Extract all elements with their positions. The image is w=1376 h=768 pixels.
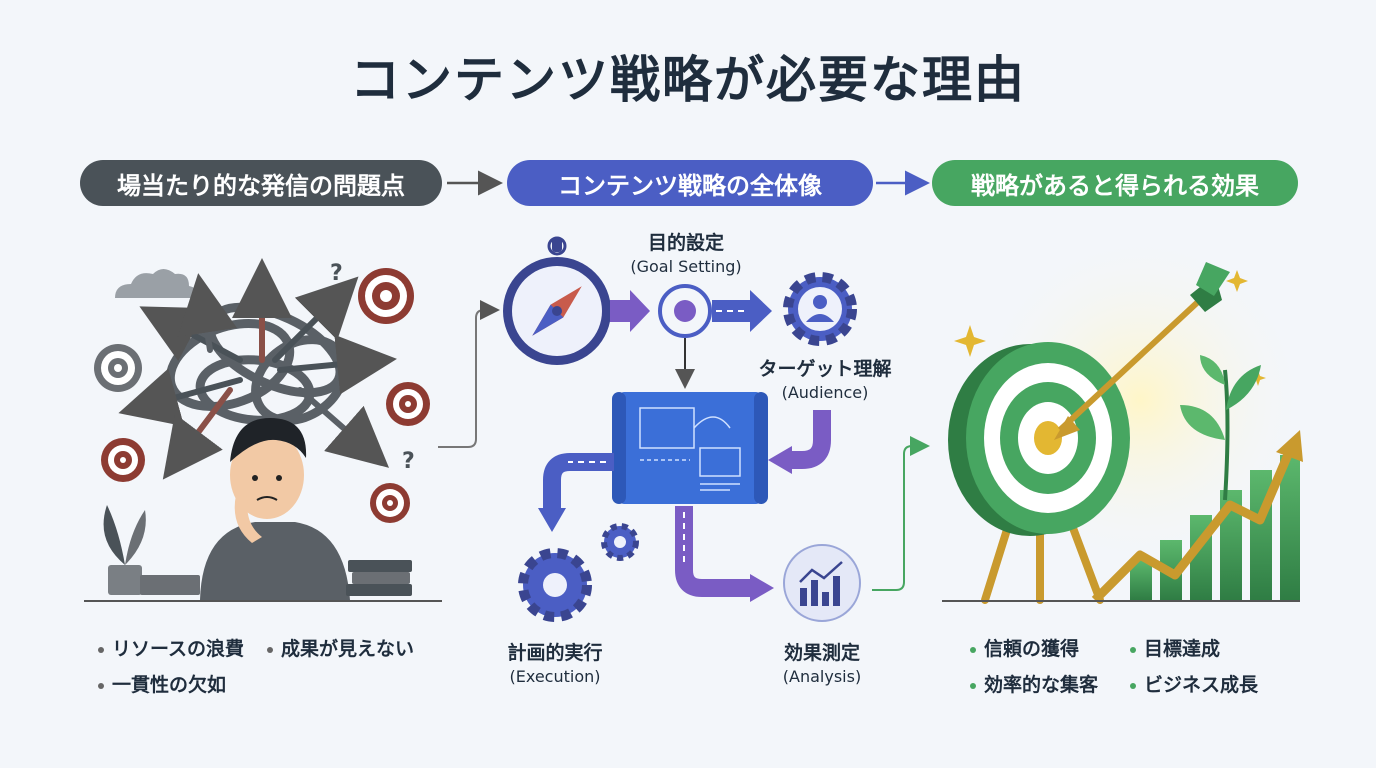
target-icon (358, 268, 414, 324)
step-goal-label: 目的設定 (Goal Setting) (626, 228, 746, 276)
growth-chart-icon (1091, 430, 1303, 604)
list-item: リソースの浪費 (98, 634, 244, 661)
list-item: 成果が見えない (267, 634, 414, 661)
step-execution-en: (Execution) (509, 667, 601, 686)
target-icon (386, 382, 430, 426)
section-strategy-header: コンテンツ戦略の全体像 (507, 160, 873, 206)
target-icon (370, 483, 410, 523)
step-execution-label: 計画的実行 (Execution) (495, 638, 615, 686)
list-item: ビジネス成長 (1130, 670, 1258, 697)
connector-arrow-strategy-to-effects (872, 436, 930, 591)
step-analysis-label: 効果測定 (Analysis) (762, 638, 882, 686)
sparkle-icon (1250, 370, 1266, 386)
cloud-icon (115, 269, 198, 298)
list-item: 信頼の獲得 (970, 634, 1079, 661)
audience-gear-icon (783, 272, 857, 346)
question-mark-icon: ? (330, 261, 343, 286)
step-audience-label: ターゲット理解 (Audience) (745, 354, 905, 402)
connector-arrow-problem-to-strategy (438, 300, 500, 448)
section-effects-header: 戦略があると得られる効果 (932, 160, 1298, 206)
success-illustration (942, 230, 1310, 604)
target-bullseye-icon (948, 342, 1130, 536)
chaos-illustration: ? ? (84, 258, 442, 602)
compass-icon (503, 236, 611, 365)
step-analysis-en: (Analysis) (782, 667, 862, 686)
execution-gear-icon (518, 523, 639, 622)
blueprint-icon (612, 392, 768, 504)
page-title: コンテンツ戦略が必要な理由 (350, 51, 1026, 109)
step-goal-en: (Goal Setting) (630, 257, 742, 276)
strategy-flow (503, 236, 861, 622)
target-icon (101, 438, 145, 482)
books-icon (140, 560, 412, 596)
question-mark-icon: ? (402, 449, 415, 474)
arrow-icon (1054, 262, 1230, 440)
list-item: 目標達成 (1130, 634, 1220, 661)
step-analysis-jp: 効果測定 (783, 642, 860, 664)
plant-icon (103, 505, 146, 595)
section-problem-header: 場当たり的な発信の問題点 (80, 160, 442, 206)
step-audience-en: (Audience) (781, 383, 869, 402)
step-execution-jp: 計画的実行 (507, 642, 603, 664)
step-audience-jp: ターゲット理解 (758, 358, 892, 380)
list-item: 一貫性の欠如 (98, 670, 226, 697)
list-item: 効率的な集客 (970, 670, 1098, 697)
sprout-icon (1180, 355, 1261, 501)
sparkle-icon (954, 325, 986, 357)
frustrated-person-icon (200, 418, 350, 600)
step-goal-jp: 目的設定 (647, 232, 724, 254)
sparkle-icon (1226, 270, 1248, 292)
analysis-chart-icon (783, 544, 861, 622)
target-icon (94, 344, 142, 392)
